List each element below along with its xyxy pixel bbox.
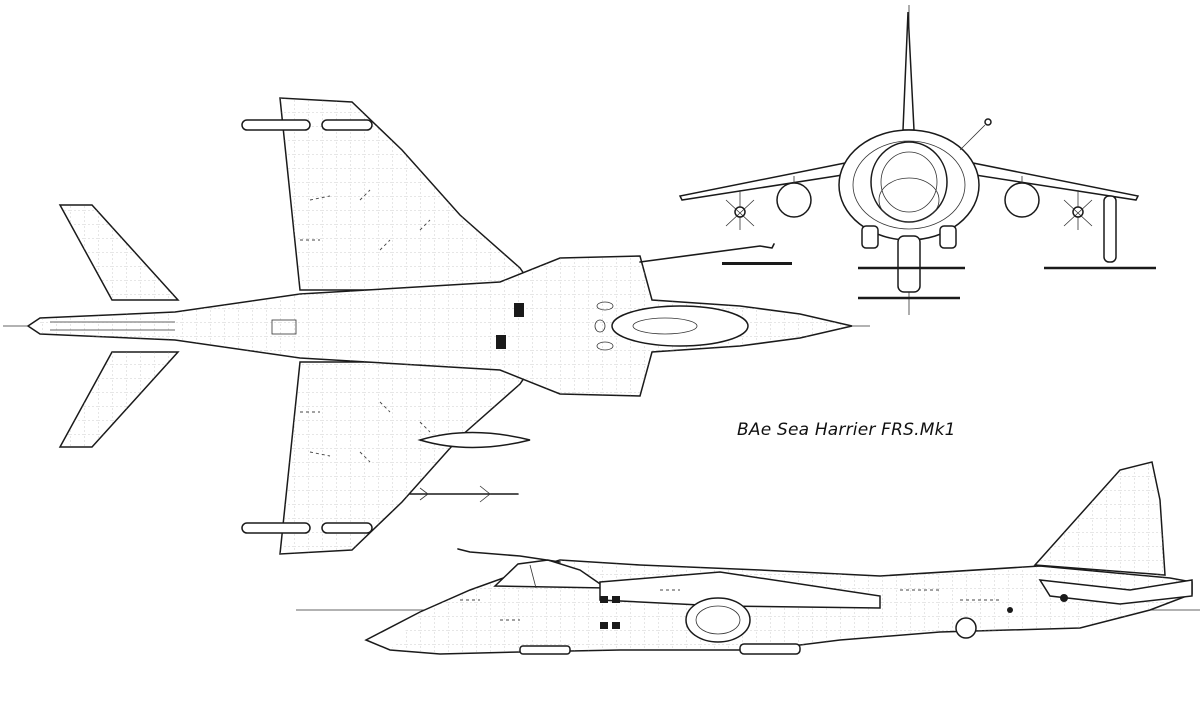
front-tank-right (1004, 182, 1040, 218)
intake-mark-lower (496, 335, 506, 349)
canopy-plan (611, 305, 749, 347)
front-view (678, 5, 1156, 315)
front-wing-left (678, 159, 863, 201)
side-tailplane (1038, 579, 1193, 605)
refuel-probe-plan (639, 243, 775, 263)
side-view (296, 461, 1200, 655)
drawing-caption: BAe Sea Harrier FRS.Mk1 (737, 420, 956, 440)
front-missile-left (725, 190, 755, 230)
intake-mark-upper (514, 303, 524, 317)
front-missile-right (1063, 190, 1093, 230)
top-view (3, 97, 870, 555)
front-wing-right (955, 159, 1140, 201)
missile-plan (409, 485, 519, 503)
front-main-gear (897, 235, 921, 293)
refuel-probe-side (457, 548, 561, 563)
side-canopy (493, 559, 609, 589)
front-fin (902, 11, 915, 131)
outrigger-upper (241, 119, 373, 131)
front-outrigger-right (1103, 195, 1117, 263)
side-nozzle (685, 597, 751, 643)
front-tank-left (776, 182, 812, 218)
outrigger-lower (241, 522, 373, 534)
drop-tank-plan (417, 431, 531, 449)
side-wheel-aft (955, 617, 977, 639)
